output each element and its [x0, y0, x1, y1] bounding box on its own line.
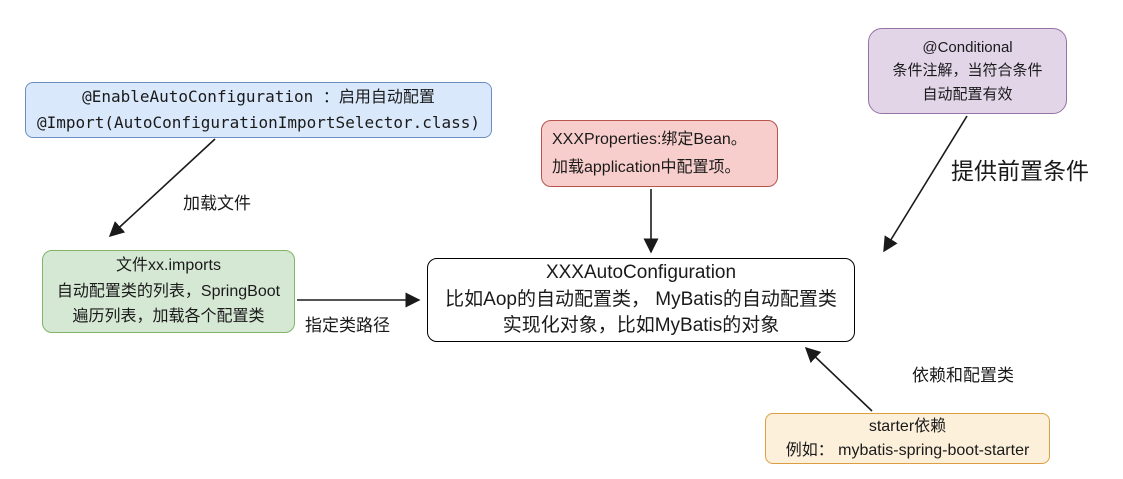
- node-line: 实现化对象，比如MyBatis的对象: [502, 315, 780, 337]
- node-line: @Conditional: [922, 39, 1013, 57]
- node-line: 自动配置有效: [922, 85, 1013, 103]
- arrow-enable-to-imports-file: [108, 138, 216, 238]
- node-line: XXXProperties:绑定Bean。: [552, 131, 747, 149]
- node-enable-auto-configuration: @EnableAutoConfiguration ：启用自动配置 @Import…: [25, 82, 492, 138]
- node-starter-dependency: starter依赖 例如： mybatis-spring-boot-starte…: [765, 413, 1050, 464]
- node-line: 遍历列表，加载各个配置类: [72, 308, 265, 326]
- node-line: 比如Aop的自动配置类， MyBatis的自动配置类: [445, 288, 837, 310]
- node-line: starter依赖: [868, 418, 947, 436]
- edge-label-dependency-and-config: 依赖和配置类: [912, 366, 1014, 385]
- arrow-starter-to-autoconfiguration: [804, 346, 873, 412]
- node-line: @Import(AutoConfigurationImportSelector.…: [36, 113, 481, 132]
- node-line: 自动配置类的列表，SpringBoot: [56, 282, 281, 300]
- node-line: 条件注解，当符合条件: [892, 62, 1043, 80]
- node-line: 文件xx.imports: [116, 256, 221, 274]
- node-line: XXXAutoConfiguration: [545, 261, 737, 283]
- arrow-conditional-to-autoconfiguration: [883, 115, 968, 253]
- node-xxx-properties: XXXProperties:绑定Bean。 加载application中配置项。: [541, 120, 778, 187]
- node-conditional: @Conditional 条件注解，当符合条件 自动配置有效: [868, 28, 1067, 114]
- node-imports-file: 文件xx.imports 自动配置类的列表，SpringBoot 遍历列表，加载…: [42, 250, 295, 333]
- edge-label-specify-class-path: 指定类路径: [305, 316, 390, 335]
- node-line: 加载application中配置项。: [552, 158, 741, 176]
- node-line: 例如： mybatis-spring-boot-starter: [785, 441, 1030, 459]
- node-xxx-auto-configuration: XXXAutoConfiguration 比如Aop的自动配置类， MyBati…: [427, 258, 855, 342]
- edge-label-load-file: 加载文件: [183, 194, 251, 213]
- edge-label-provide-precondition: 提供前置条件: [951, 158, 1089, 184]
- node-line: @EnableAutoConfiguration ：启用自动配置: [82, 87, 435, 107]
